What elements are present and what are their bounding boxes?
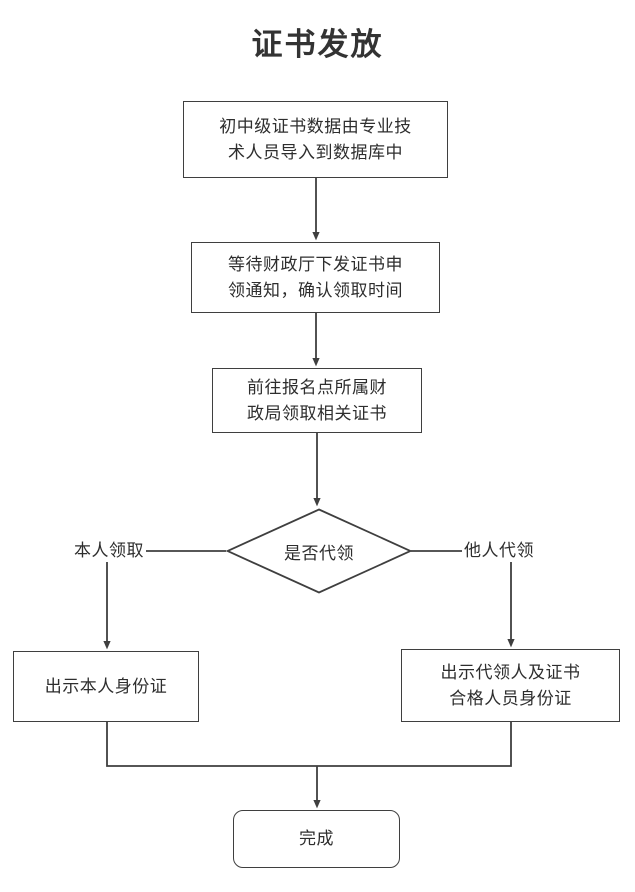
node-step2[interactable]: 等待财政厅下发证书申 领通知，确认领取时间 — [191, 242, 440, 313]
node-step3-label: 前往报名点所属财 政局领取相关证书 — [247, 377, 387, 424]
diamond-shape — [226, 508, 412, 594]
node-step1-label: 初中级证书数据由专业技 术人员导入到数据库中 — [219, 116, 412, 163]
node-show-self-id[interactable]: 出示本人身份证 — [13, 651, 199, 722]
node-decision-proxy[interactable]: 是否代领 — [226, 508, 412, 594]
node-step3[interactable]: 前往报名点所属财 政局领取相关证书 — [212, 368, 422, 433]
page-title: 证书发放 — [251, 27, 384, 63]
node-end-complete[interactable]: 完成 — [233, 810, 400, 868]
node-end-complete-label: 完成 — [299, 829, 334, 849]
node-show-proxy-id[interactable]: 出示代领人及证书 合格人员身份证 — [401, 649, 620, 722]
node-step2-label: 等待财政厅下发证书申 领通知，确认领取时间 — [228, 254, 403, 301]
node-show-proxy-id-label: 出示代领人及证书 合格人员身份证 — [440, 662, 581, 709]
node-decision-label: 是否代领 — [284, 543, 354, 564]
node-step1[interactable]: 初中级证书数据由专业技 术人员导入到数据库中 — [183, 101, 448, 178]
node-show-self-id-label: 出示本人身份证 — [44, 676, 168, 697]
edge-merge-right — [317, 722, 512, 767]
edge-merge-left — [106, 722, 317, 767]
edge-label-self-collection: 本人领取 — [72, 540, 146, 562]
edge-label-proxy-collection: 他人代领 — [462, 540, 536, 562]
